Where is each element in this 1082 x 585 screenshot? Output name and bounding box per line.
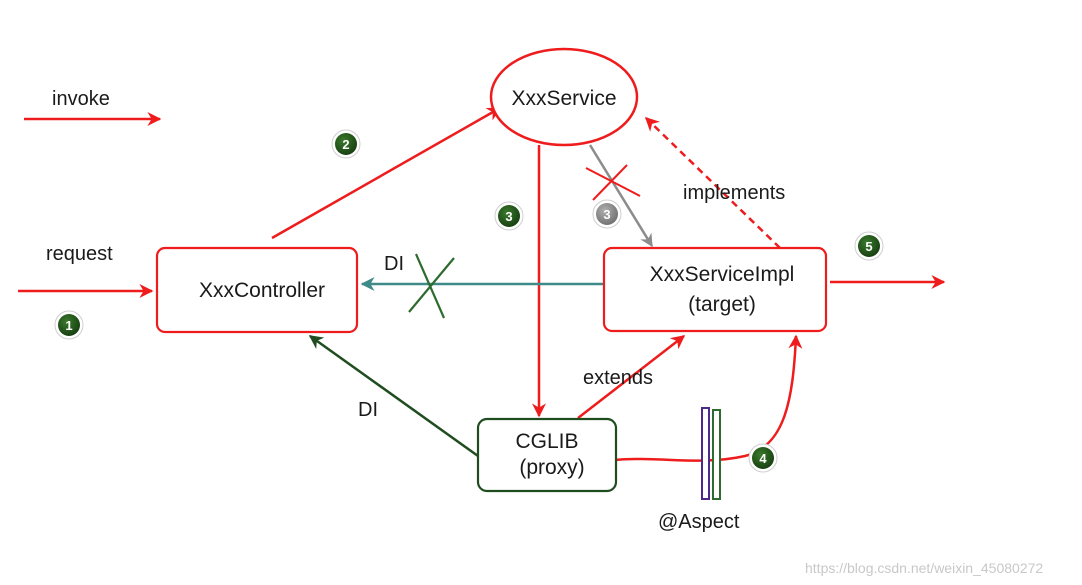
service-to-impl-crossed-arrow [588,144,654,248]
badge-2-number: 2 [342,137,349,152]
step-badge-2: 2 [331,129,361,159]
aspect-label: @Aspect [658,511,740,533]
extends-arrow [577,335,686,419]
step-badge-3-gray: 3 [592,199,622,229]
aspect-bar-green [712,409,721,500]
node-xxx-controller[interactable]: XxxController [155,246,359,334]
extends-label: extends [583,367,653,389]
step-badge-4: 4 [748,443,778,473]
badge-5-number: 5 [865,239,872,254]
gray-arrow-cross-mark [585,164,641,201]
badge-4-number: 4 [759,451,767,466]
request-label: request [46,243,113,265]
badge-1-number: 1 [65,318,72,333]
watermark: https://blog.csdn.net/weixin_45080272 [805,560,1043,576]
cglib-label-line2: (proxy) [519,456,584,479]
legend-label: invoke [52,88,110,110]
cglib-label-line1: CGLIB [515,430,578,453]
xxx-controller-label: XxxController [199,279,325,302]
di-cross-mark [408,253,455,319]
step-badge-1: 1 [54,310,84,340]
aspect-bar-purple [701,407,710,500]
proxy-through-aspect-arrow [613,334,803,462]
implements-label: implements [683,182,785,204]
node-service-impl[interactable]: XxxServiceImpl (target) [602,246,828,333]
controller-to-service-arrow [271,106,502,240]
di-top-label: DI [384,253,404,275]
badge-3-gray-number: 3 [603,207,610,222]
xxx-service-label: XxxService [511,87,616,110]
di-bottom-label: DI [358,399,378,421]
di-cglib-to-controller-arrow [308,334,479,458]
node-cglib-proxy[interactable]: CGLIB (proxy) [476,417,618,493]
node-xxx-service[interactable]: XxxService [489,47,639,147]
service-impl-label-line1: XxxServiceImpl [650,263,795,286]
badge-3-number: 3 [505,209,512,224]
step-badge-3: 3 [494,201,524,231]
legend: invoke [24,88,162,126]
step-badge-5: 5 [854,231,884,261]
service-impl-label-line2: (target) [688,293,756,316]
aspect-interceptor [701,407,721,500]
